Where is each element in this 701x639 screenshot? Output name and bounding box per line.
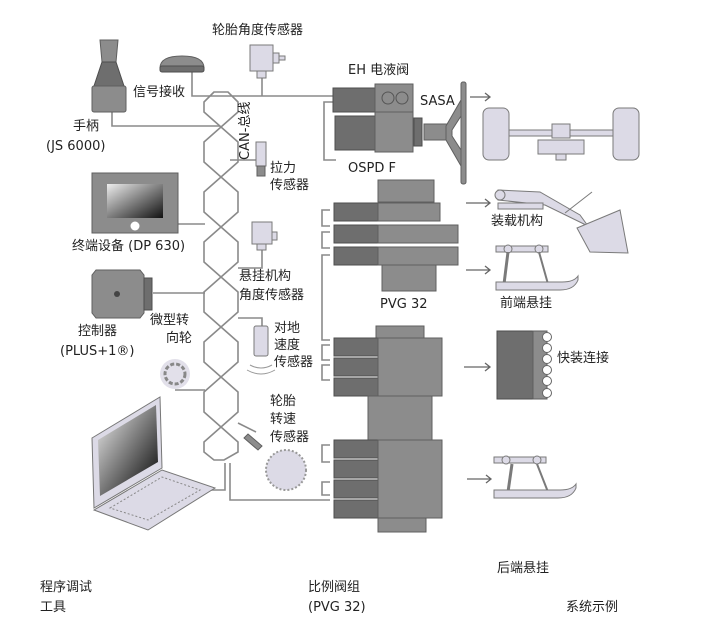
- arrows: [464, 92, 493, 484]
- joystick-label: 手柄: [73, 119, 100, 134]
- mini-wheel-label-1: 微型转: [150, 313, 190, 328]
- joystick-model: (JS 6000): [46, 139, 106, 154]
- loader-icon: [494, 189, 629, 254]
- receiver-label: 信号接收: [133, 85, 186, 100]
- eh-valve-ospd-icon: [332, 83, 449, 153]
- joystick-icon: [91, 39, 127, 113]
- steering-wheel-icon: [445, 81, 467, 185]
- can-bus-label: CAN-总线: [238, 101, 253, 160]
- diagram-title: 系统示例: [566, 600, 619, 615]
- wheel-angle-sensor-icon: [249, 44, 286, 79]
- eh-valve-label: EH 电液阀: [348, 63, 410, 78]
- display-label: 终端设备 (DP 630): [72, 239, 186, 254]
- quick-coupling-icon: [496, 330, 552, 400]
- display-terminal-icon: [91, 172, 179, 234]
- ground-speed-sensor-icon: [246, 325, 276, 375]
- service-tool-label-2: 工具: [40, 600, 67, 615]
- quick-coupling-label: 快装连接: [557, 351, 610, 366]
- suspension-angle-sensor-icon: [251, 221, 278, 251]
- ospd-label: OSPD F: [348, 161, 396, 176]
- steering-axle-icon: [482, 107, 640, 161]
- wheel-speed-sensor-icon: [243, 433, 307, 491]
- front-hitch-label: 前端悬挂: [500, 296, 553, 311]
- ground-speed-sensor-label-3: 传感器: [274, 355, 314, 370]
- susp-angle-sensor-label-2: 角度传感器: [239, 288, 305, 303]
- laptop-icon: [91, 396, 217, 531]
- rear-hitch-label: 后端悬挂: [497, 561, 550, 576]
- mini-wheel-label-2: 向轮: [166, 331, 193, 346]
- sasa-label: SASA: [420, 94, 455, 109]
- valve-group-label-2: (PVG 32): [308, 600, 366, 615]
- force-sensor-icon: [255, 141, 267, 177]
- controller-model: (PLUS+1®): [60, 344, 135, 359]
- loader-label: 装载机构: [491, 214, 544, 229]
- controller-icon: [91, 269, 153, 319]
- service-tool-label-1: 程序调试: [40, 580, 93, 595]
- wiring: [111, 70, 336, 501]
- receiver-icon: [159, 55, 205, 73]
- wheel-speed-sensor-label-1: 轮胎: [270, 394, 297, 409]
- pvg32-top-stack-icon: [333, 179, 459, 292]
- pvg32-bottom-stack-icon: [333, 325, 443, 533]
- pvg-top-label: PVG 32: [380, 297, 428, 312]
- wheel-speed-sensor-label-2: 转速: [270, 412, 297, 427]
- can-bus: [203, 91, 239, 461]
- force-sensor-label-1: 拉力: [270, 161, 297, 176]
- front-hitch-icon: [495, 244, 579, 291]
- force-sensor-label-2: 传感器: [270, 178, 310, 193]
- rear-hitch-icon: [493, 455, 577, 499]
- valve-group-label-1: 比例阀组: [308, 580, 361, 595]
- ground-speed-sensor-label-1: 对地: [274, 321, 301, 336]
- susp-angle-sensor-label-1: 悬挂机构: [239, 269, 292, 284]
- wheel-angle-sensor-label: 轮胎角度传感器: [212, 23, 304, 38]
- ground-speed-sensor-label-2: 速度: [274, 338, 301, 353]
- controller-label: 控制器: [78, 324, 118, 339]
- mini-steering-wheel-icon: [160, 359, 190, 389]
- wheel-speed-sensor-label-3: 传感器: [270, 430, 310, 445]
